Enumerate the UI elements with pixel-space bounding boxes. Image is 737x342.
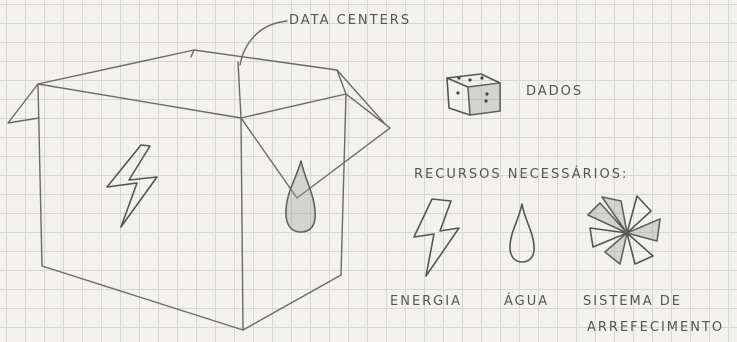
callout-label: DATA CENTERS <box>289 13 411 28</box>
resource-label-sistema-line1: SISTEMA DE <box>583 294 682 309</box>
box-left-face <box>38 84 243 330</box>
lightning-icon <box>414 199 459 276</box>
box-flaps <box>8 50 390 198</box>
fan-icon <box>588 196 660 264</box>
water-drop-icon <box>510 204 534 262</box>
box-water-drop-icon <box>286 161 315 232</box>
resource-label-agua: ÁGUA <box>504 293 549 309</box>
dice-icon <box>447 74 500 115</box>
resources-title: RECURSOS NECESSÁRIOS: <box>414 166 628 182</box>
callout-leader-line <box>240 21 287 65</box>
resource-label-sistema-line2: ARREFECIMENTO <box>587 320 724 335</box>
dice-label: DADOS <box>526 84 583 99</box>
box-drawing <box>8 50 390 330</box>
box-lightning-icon <box>107 145 157 227</box>
resource-label-energia: ENERGIA <box>390 294 462 309</box>
